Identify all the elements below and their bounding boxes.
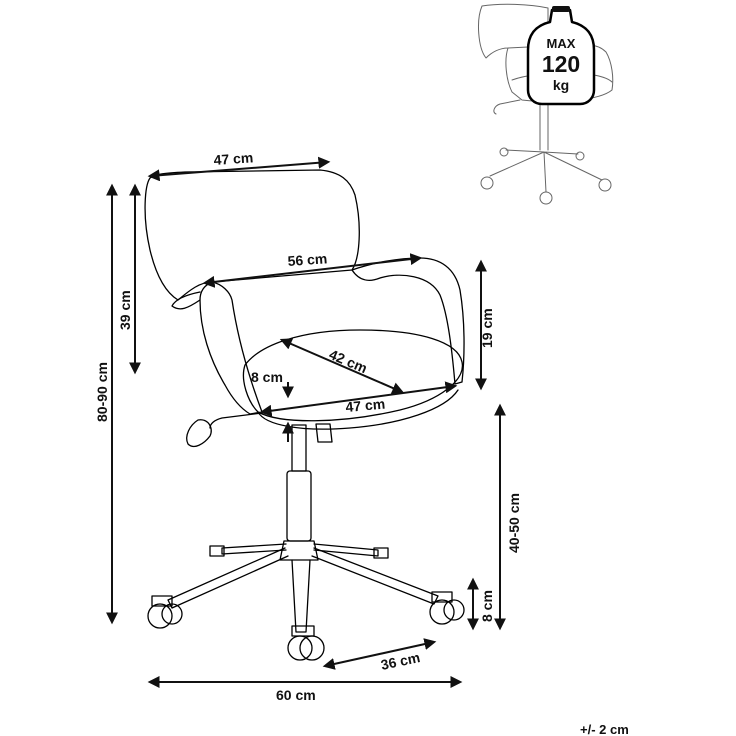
caster-back-left <box>209 545 225 557</box>
base-hub <box>279 540 319 561</box>
leg-left <box>167 547 289 609</box>
max-load-thumbnail: MAX 120 kg <box>478 3 614 205</box>
arm-width-arrow <box>202 253 423 288</box>
total-height-label: 80-90 cm <box>94 362 110 422</box>
thumbnail-armrest <box>505 44 614 102</box>
arm-width-label: 56 cm <box>287 250 328 269</box>
caster-left <box>147 595 183 629</box>
caster-right <box>429 591 465 625</box>
max-unit: kg <box>553 77 569 93</box>
backrest-width-label: 47 cm <box>213 149 254 168</box>
seat-thickness-label: 8 cm <box>251 369 283 385</box>
left-armrest <box>199 281 263 415</box>
backrest-height-label: 39 cm <box>117 290 133 330</box>
thumbnail-base <box>489 149 603 193</box>
seat-width-arrow <box>259 381 458 417</box>
left-armrest-inner <box>171 291 201 310</box>
thumbnail-caster-5 <box>575 151 585 161</box>
caster-back-right <box>373 547 389 559</box>
gas-lift-top <box>291 424 307 472</box>
height-lever-knob <box>186 419 212 448</box>
backrest-width-arrow <box>147 156 331 182</box>
thumbnail-caster-2 <box>598 178 612 192</box>
max-value: 120 <box>542 51 580 77</box>
seat-depth-label: 42 cm <box>327 346 370 376</box>
caster-front <box>287 625 325 661</box>
dimension-arrows <box>106 156 506 688</box>
thumbnail-caster-3 <box>539 191 553 205</box>
tilt-knob <box>315 423 333 443</box>
leg-front <box>291 559 311 633</box>
weight-badge: MAX 120 kg <box>526 6 596 106</box>
leg-back-left <box>221 543 287 555</box>
leg-back-right <box>313 543 379 557</box>
thumbnail-backrest <box>478 3 549 59</box>
seat-height-label: 40-50 cm <box>506 493 522 553</box>
leg-right <box>311 547 439 605</box>
right-armrest <box>351 257 465 385</box>
height-lever <box>209 412 263 429</box>
chair-drawing <box>144 169 465 661</box>
seat-width-label: 47 cm <box>345 396 386 415</box>
backrest <box>144 169 360 301</box>
arm-height-label: 19 cm <box>479 308 495 348</box>
max-label: MAX <box>547 36 576 51</box>
leg-length-arrow <box>322 638 437 670</box>
thumbnail-caster-1 <box>480 176 494 190</box>
thumbnail-caster-4 <box>499 147 509 157</box>
gas-lift-cylinder <box>286 470 312 542</box>
thumbnail-lever <box>493 99 521 115</box>
caster-height-label: 8 cm <box>479 590 495 622</box>
base-width-label: 60 cm <box>276 687 316 703</box>
tolerance-note: +/- 2 cm <box>580 722 629 736</box>
weight-icon <box>526 8 596 106</box>
